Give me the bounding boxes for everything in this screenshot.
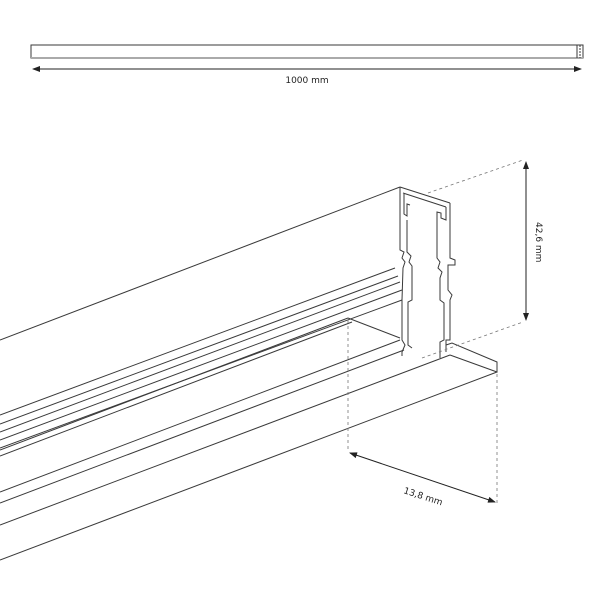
- length-dimension-label: 1000 mm: [285, 76, 328, 86]
- height-dimension-label: 42,6 mm: [533, 222, 543, 262]
- height-extension-line-top: [427, 159, 524, 194]
- width-dimension-arrow: [349, 452, 496, 503]
- height-extension-line-bottom: [421, 321, 524, 359]
- isometric-profile: [0, 186, 498, 561]
- side-view-profile: [30, 44, 584, 59]
- width-dimension-label: 13,8 mm: [402, 486, 444, 508]
